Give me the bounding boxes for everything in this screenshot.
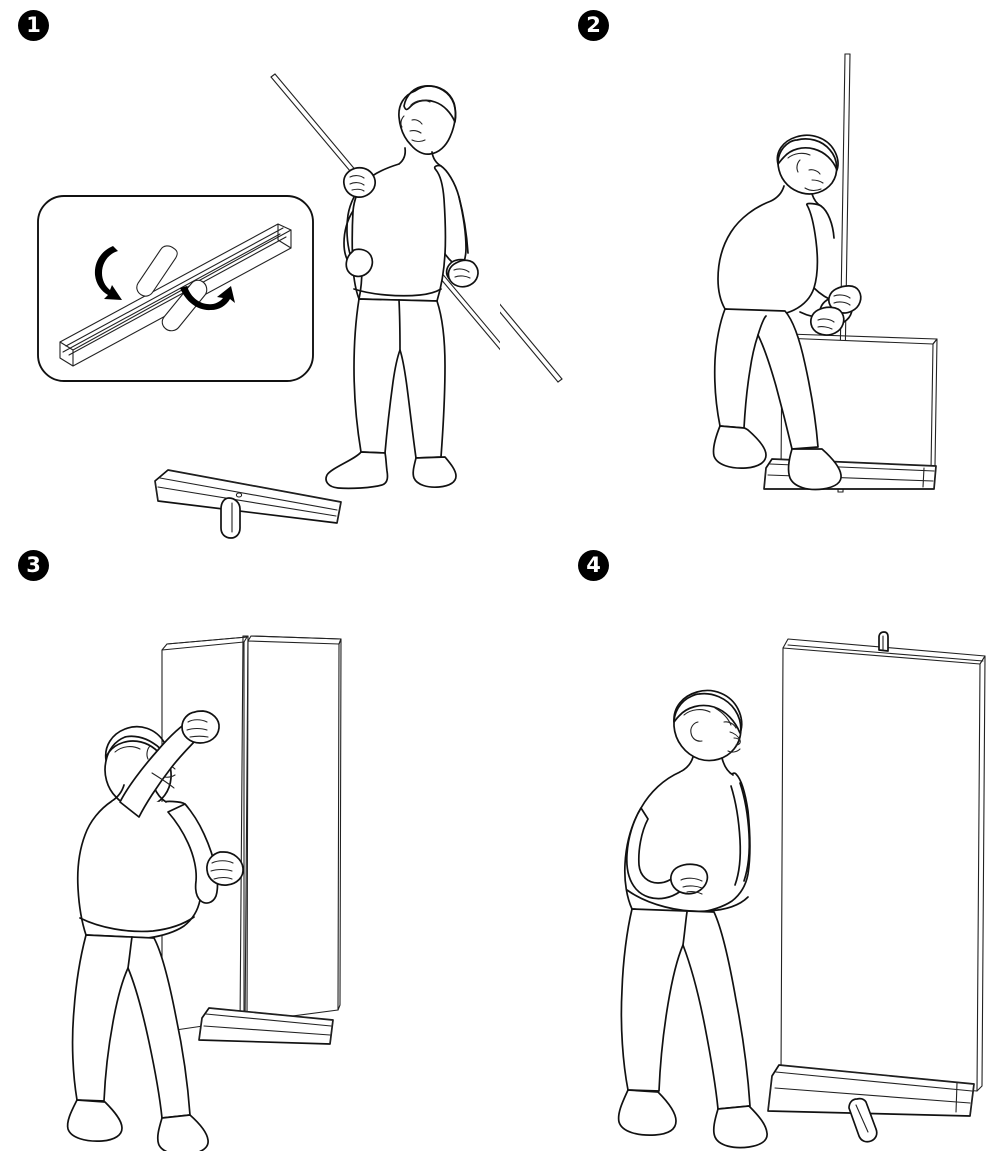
hand-pole-grip	[206, 851, 244, 886]
person-inserting-pole	[712, 134, 862, 491]
loose-pole-section	[500, 303, 563, 383]
step-badge-4: 4	[578, 550, 609, 581]
inset-support-foot	[136, 245, 208, 332]
inset-detail-box	[37, 195, 314, 382]
step-4-illustration	[500, 540, 1000, 1151]
step-panel-4: 4	[500, 540, 1000, 1151]
step-badge-2: 2	[578, 10, 609, 41]
base-cassette	[198, 1007, 334, 1045]
step-panel-3: 3	[0, 540, 500, 1151]
person-raising-banner	[66, 710, 244, 1151]
hand-grip-pole-upper	[827, 285, 862, 314]
step-2-illustration	[500, 0, 1000, 560]
base-cassette-standalone	[154, 469, 342, 539]
person-assembling-pole	[325, 85, 479, 490]
hand-on-hip	[669, 863, 709, 895]
rotation-arrow-left	[94, 246, 122, 300]
step-1-illustration	[0, 0, 500, 560]
person-inspecting-stand	[617, 689, 768, 1149]
hand-guide-banner	[809, 306, 845, 336]
hand-lower-grip	[447, 259, 479, 288]
step-panel-2: 2	[500, 0, 1000, 560]
rotation-arrow-right	[180, 286, 235, 311]
step-3-illustration	[0, 540, 500, 1151]
hand-upper-grip	[342, 166, 377, 198]
step-badge-1: 1	[18, 10, 49, 41]
step-badge-3: 3	[18, 550, 49, 581]
hand-top-rail-grip	[181, 710, 220, 744]
step-panel-1: 1	[0, 0, 500, 560]
finished-roll-up-banner	[767, 631, 986, 1143]
top-rail-pole-hook	[878, 631, 889, 652]
